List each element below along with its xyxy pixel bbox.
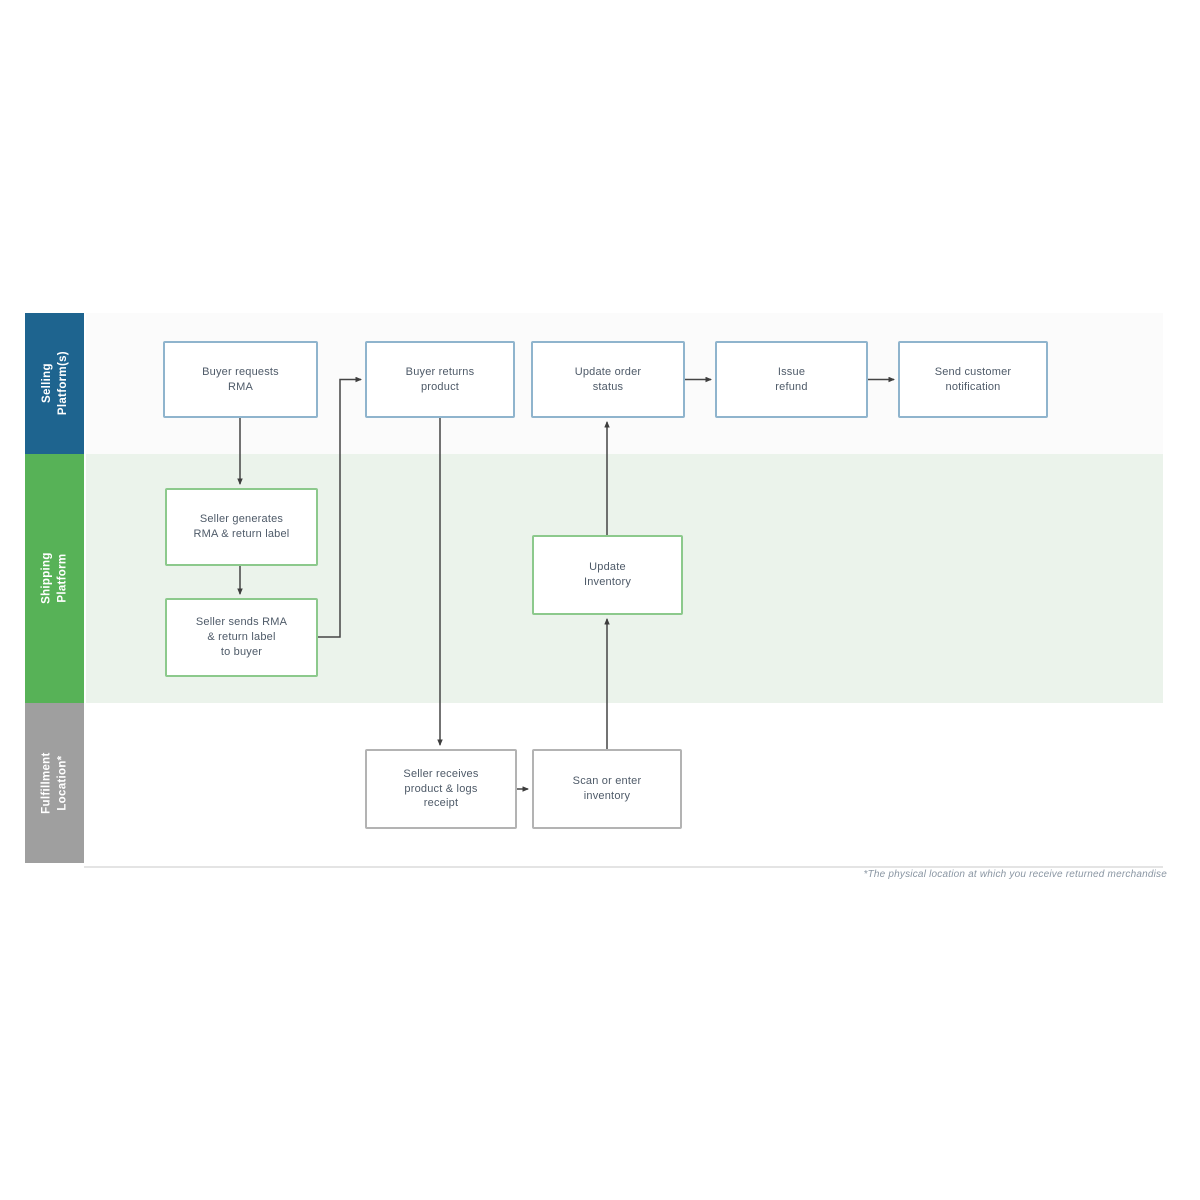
node-label: Scan or enter inventory [572, 775, 642, 802]
lane-label-line: Fulfillment [40, 752, 53, 814]
node-scan-or-enter-inventory: Scan or enter inventory [532, 749, 682, 829]
node-update-order-status: Update order status [531, 341, 685, 418]
node-label: Send customer notification [934, 365, 1012, 393]
node-label: Buyer requests RMA [202, 365, 279, 393]
node-update-inventory: Update Inventory [532, 535, 683, 615]
node-label: Seller generates RMA & return label [193, 513, 290, 540]
node-seller-sends-rma-return-label: Seller sends RMA & return label to buyer [165, 598, 318, 677]
node-label: Issue refund [775, 365, 808, 393]
node-buyer-returns-product: Buyer returns product [365, 341, 515, 418]
lane-strip-selling-platforms: Selling Platform(s) [25, 313, 84, 454]
diagram-bottom-border [84, 866, 1163, 868]
footnote: *The physical location at which you rece… [863, 869, 1167, 880]
lane-strip-shipping-platform: Shipping Platform [25, 454, 84, 703]
node-seller-receives-product: Seller receives product & logs receipt [365, 749, 517, 829]
lane-label-shipping-platform: Shipping Platform [38, 553, 70, 605]
node-label: Update order status [574, 365, 642, 393]
node-label: Update Inventory [583, 561, 632, 588]
node-issue-refund: Issue refund [715, 341, 868, 418]
node-label: Buyer returns product [405, 365, 475, 393]
lane-label-line: Selling [40, 363, 53, 404]
lane-label-fulfillment-location: Fulfillment Location* [38, 752, 70, 813]
lane-strip-fulfillment-location: Fulfillment Location* [25, 703, 84, 863]
lane-label-line: Platform [56, 553, 69, 604]
node-label: Seller sends RMA & return label to buyer [195, 616, 288, 658]
node-label: Seller receives product & logs receipt [403, 767, 479, 810]
lane-label-line: Shipping [40, 552, 53, 605]
lane-label-line: Location* [56, 755, 69, 811]
node-seller-generates-rma-return-label: Seller generates RMA & return label [165, 488, 318, 566]
lane-label-line: Platform(s) [56, 351, 69, 416]
swimlane-diagram: Selling Platform(s) Shipping Platform Fu… [25, 313, 1165, 873]
lane-label-selling-platforms: Selling Platform(s) [38, 351, 70, 415]
node-buyer-requests-rma: Buyer requests RMA [163, 341, 318, 418]
node-send-customer-notification: Send customer notification [898, 341, 1048, 418]
